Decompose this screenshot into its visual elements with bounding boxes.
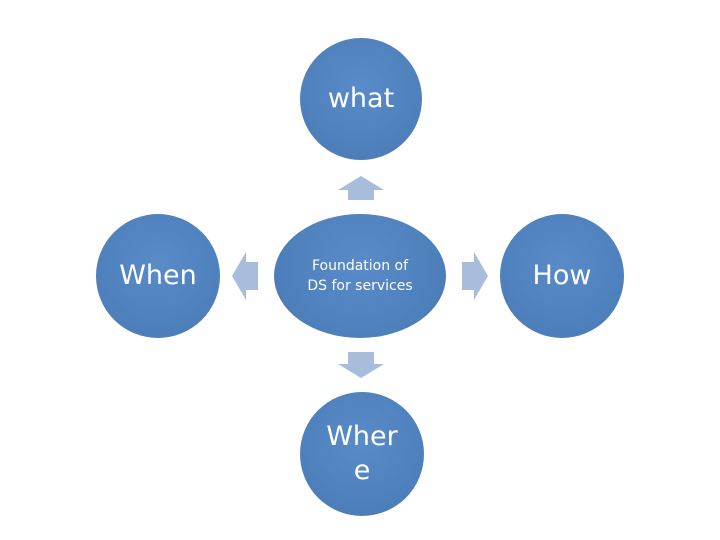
- node-center-label: Foundation of DS for services: [307, 258, 413, 294]
- node-how-label: How: [532, 260, 592, 291]
- node-where: Wher e: [300, 392, 424, 516]
- arrow-right-icon: [462, 252, 488, 300]
- node-what: what: [300, 38, 422, 160]
- node-center: Foundation of DS for services: [274, 214, 446, 338]
- arrow-down-icon: [338, 352, 384, 378]
- node-how: How: [500, 214, 624, 338]
- node-where-label: Wher e: [326, 421, 398, 486]
- node-when-label: When: [119, 260, 197, 291]
- node-what-label: what: [327, 83, 395, 114]
- arrow-up-icon: [338, 176, 384, 200]
- arrow-left-icon: [232, 252, 258, 300]
- node-when: When: [96, 214, 220, 338]
